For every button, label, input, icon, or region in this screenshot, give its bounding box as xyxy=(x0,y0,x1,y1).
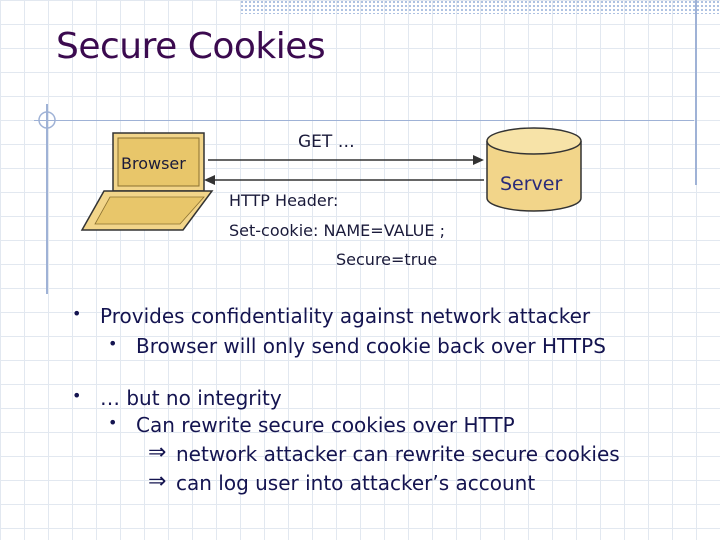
implies-arrow-icon: ⇒ xyxy=(148,469,167,494)
laptop-icon xyxy=(80,132,214,231)
decorative-horizontal-line xyxy=(34,120,694,121)
decorative-vertical-line-left xyxy=(46,104,48,294)
response-arrow xyxy=(204,175,484,185)
bullet-marker: • xyxy=(108,413,118,432)
response-secure-flag-line: Secure=true xyxy=(336,250,438,269)
server-cylinder-icon xyxy=(486,127,582,212)
bullet-marker: • xyxy=(72,304,82,323)
bullet-text: … but no integrity xyxy=(100,386,282,410)
bullet-marker: • xyxy=(72,386,82,405)
server-label: Server xyxy=(500,173,563,195)
decorative-dot-pattern xyxy=(240,0,720,14)
slide-title: Secure Cookies xyxy=(56,26,326,67)
bullet-text: Provides confidentiality against network… xyxy=(100,304,591,328)
decorative-vertical-line-right xyxy=(695,0,697,185)
bullet-text: Can rewrite secure cookies over HTTP xyxy=(136,413,515,437)
browser-label: Browser xyxy=(121,154,186,173)
response-header-line: HTTP Header: xyxy=(229,191,339,210)
bullet-text: Browser will only send cookie back over … xyxy=(136,334,606,358)
bullet-text: network attacker can rewrite secure cook… xyxy=(176,442,620,466)
request-arrow xyxy=(208,155,484,165)
bullet-marker: • xyxy=(108,334,118,353)
bullet-text: can log user into attacker’s account xyxy=(176,471,536,495)
response-set-cookie-line: Set-cookie: NAME=VALUE ; xyxy=(229,221,445,240)
request-label: GET … xyxy=(298,132,355,152)
implies-arrow-icon: ⇒ xyxy=(148,440,167,465)
